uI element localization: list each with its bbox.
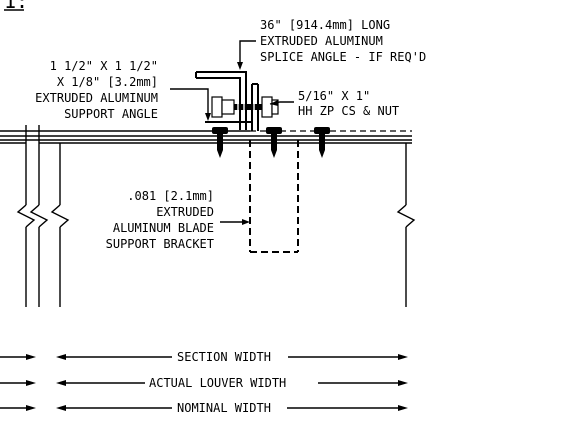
left-jamb [16,125,70,307]
hex-bolt-and-nut [211,96,279,118]
dimension-actual-louver-width: ACTUAL LOUVER WIDTH [0,376,408,390]
splice-angle-line-1: 36" [914.4mm] LONG [260,18,390,32]
splice-angle-callout: 36" [914.4mm] LONG EXTRUDED ALUMINUM SPL… [260,18,426,64]
bolt-line-2: HH ZP CS & NUT [298,104,399,118]
support-angle-line-1: 1 1/2" X 1 1/2" [50,59,158,73]
screw-center [266,127,282,158]
screw-right [314,127,330,158]
splice-angle [195,71,247,130]
dim-section-width-label: SECTION WIDTH [177,350,271,364]
dim-nominal-width-label: NOMINAL WIDTH [177,401,271,415]
splice-angle-line-2: EXTRUDED ALUMINUM [260,34,383,48]
support-angle-line-3: EXTRUDED ALUMINUM [35,91,158,105]
bolt-line-1: 5/16" X 1" [298,89,370,103]
bracket-callout: .081 [2.1mm] EXTRUDED ALUMINUM BLADE SUP… [106,189,214,251]
support-angle-callout: 1 1/2" X 1 1/2" X 1/8" [3.2mm] EXTRUDED … [35,59,158,121]
right-jamb [396,143,416,307]
bolt-callout: 5/16" X 1" HH ZP CS & NUT [298,89,399,118]
bracket-line-2: EXTRUDED [156,205,214,219]
splice-angle-line-3: SPLICE ANGLE - IF REQ'D [260,50,426,64]
leader-support-angle [170,88,211,121]
leader-bracket [220,219,250,225]
dimension-nominal-width: NOMINAL WIDTH [0,401,408,415]
support-angle-line-4: SUPPORT ANGLE [64,107,158,121]
bracket-line-1: .081 [2.1mm] [127,189,214,203]
bracket-line-3: ALUMINUM BLADE [113,221,214,235]
screw-left [212,127,228,158]
support-angle [205,83,259,131]
dimension-section-width: SECTION WIDTH [0,350,408,364]
title-fragment: 1: [4,0,28,13]
support-angle-line-2: X 1/8" [3.2mm] [57,75,158,89]
blade-support-bracket [249,140,299,253]
dim-actual-louver-width-label: ACTUAL LOUVER WIDTH [149,376,286,390]
louver-head-lines [0,130,412,144]
leader-bolt [269,100,294,106]
leader-splice-angle [237,40,256,70]
bracket-line-4: SUPPORT BRACKET [106,237,214,251]
